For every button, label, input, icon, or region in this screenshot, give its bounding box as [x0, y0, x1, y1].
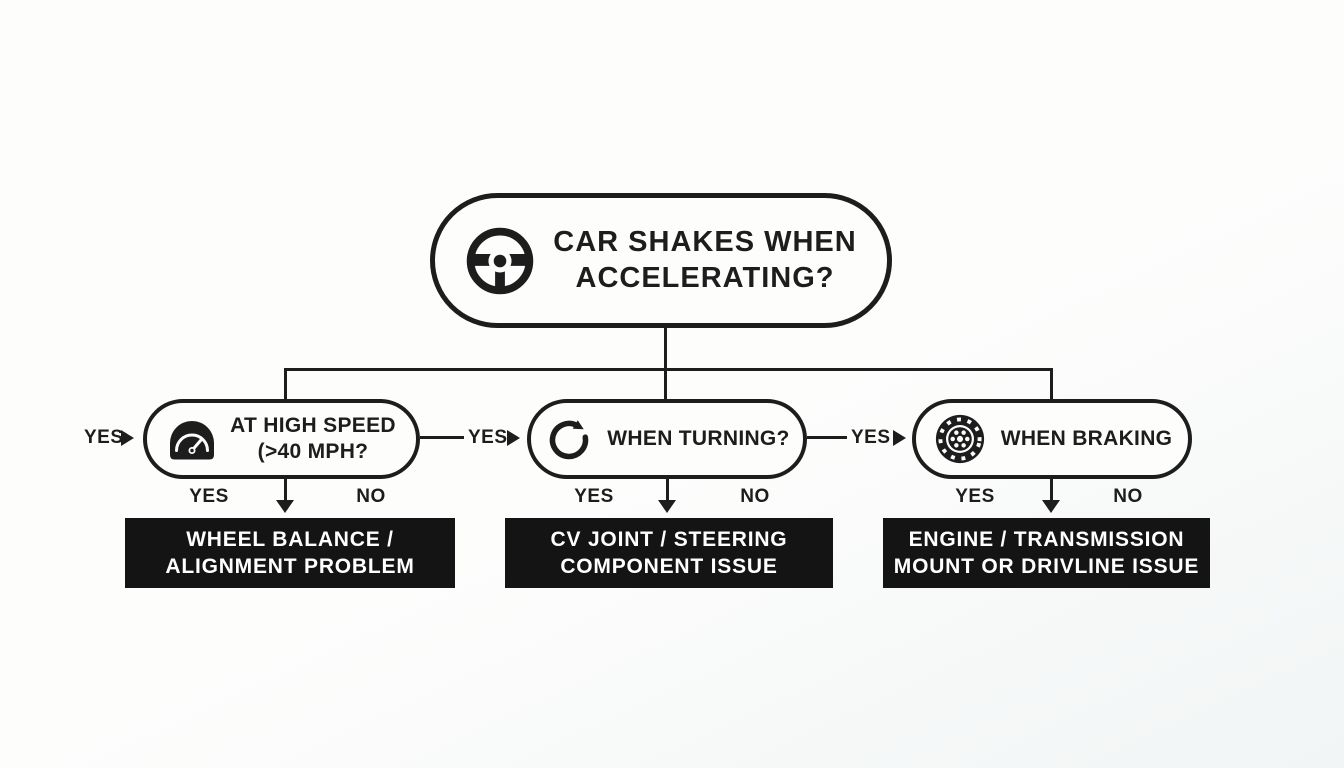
result-box-engine-mount: ENGINE / TRANSMISSION MOUNT OR DRIVLINE … [883, 518, 1210, 588]
result-cv-joint-line1: CV JOINT / STEERING [550, 527, 788, 551]
entry-yes-label: YES [84, 427, 124, 448]
d2-no-label: NO [740, 486, 770, 507]
root-question-label: CAR SHAKES WHEN ACCELERATING? [553, 225, 856, 296]
decision-node-turning: WHEN TURNING? [527, 399, 807, 479]
decision-node-high-speed: AT HIGH SPEED (>40 MPH? [143, 399, 420, 479]
connector-root-to-turning [664, 326, 667, 399]
d3-down-arrow-icon [1042, 500, 1060, 513]
d1-down-arrow-line [284, 479, 287, 501]
decision-high-speed-line1: AT HIGH SPEED [230, 413, 396, 437]
decision-turning-line1: WHEN TURNING? [607, 426, 790, 450]
result-box-wheel-balance: WHEEL BALANCE / ALIGNMENT PROBLEM [125, 518, 455, 588]
result-engine-mount-line1: ENGINE / TRANSMISSION [908, 527, 1185, 551]
decision-node-braking: WHEN BRAKING [912, 399, 1192, 479]
connector-drop-left [284, 368, 287, 399]
d3-yes-label: YES [955, 486, 995, 507]
d1-down-arrow-icon [276, 500, 294, 513]
result-wheel-balance-line2: ALIGNMENT PROBLEM [165, 555, 415, 578]
root-question-line2: ACCELERATING? [575, 261, 835, 294]
d1-no-label: NO [356, 486, 386, 507]
result-cv-joint-line2: COMPONENT ISSUE [560, 555, 778, 578]
entry-yes-arrow-icon [121, 430, 134, 446]
root-question-node: CAR SHAKES WHEN ACCELERATING? [430, 193, 892, 328]
d2-yes-label: YES [574, 486, 614, 507]
d2-down-arrow-icon [658, 500, 676, 513]
decision-braking-label: WHEN BRAKING [1001, 426, 1173, 452]
d2-down-arrow-line [666, 479, 669, 501]
d1-d2-yes-arrow-icon [507, 430, 520, 446]
d2-d3-yes-arrow-icon [893, 430, 906, 446]
connector-distributor [284, 368, 1053, 371]
decision-turning-label: WHEN TURNING? [607, 426, 789, 452]
d2-d3-yes-label: YES [851, 427, 891, 448]
decision-braking-line1: WHEN BRAKING [1000, 426, 1173, 450]
d1-yes-label: YES [189, 486, 229, 507]
root-question-line1: CAR SHAKES WHEN [553, 226, 857, 259]
speedometer-icon [170, 420, 215, 459]
brake-disc-icon [935, 414, 984, 464]
rotation-arrow-icon [550, 420, 589, 460]
result-engine-mount-line2: MOUNT OR DRIVLINE ISSUE [893, 555, 1200, 578]
steering-wheel-icon [467, 227, 534, 294]
d3-down-arrow-line [1050, 479, 1053, 501]
d1-d2-yes-label: YES [468, 427, 508, 448]
d3-no-label: NO [1113, 486, 1143, 507]
result-box-cv-joint: CV JOINT / STEERING COMPONENT ISSUE [505, 518, 833, 588]
connector-drop-right [1050, 368, 1053, 399]
connector-d1-d2-line [420, 436, 464, 439]
connector-d2-d3-line [807, 436, 847, 439]
result-wheel-balance-line1: WHEEL BALANCE / [186, 527, 394, 551]
decision-high-speed-line2: (>40 MPH? [257, 440, 369, 463]
decision-high-speed-label: AT HIGH SPEED (>40 MPH? [230, 413, 396, 466]
